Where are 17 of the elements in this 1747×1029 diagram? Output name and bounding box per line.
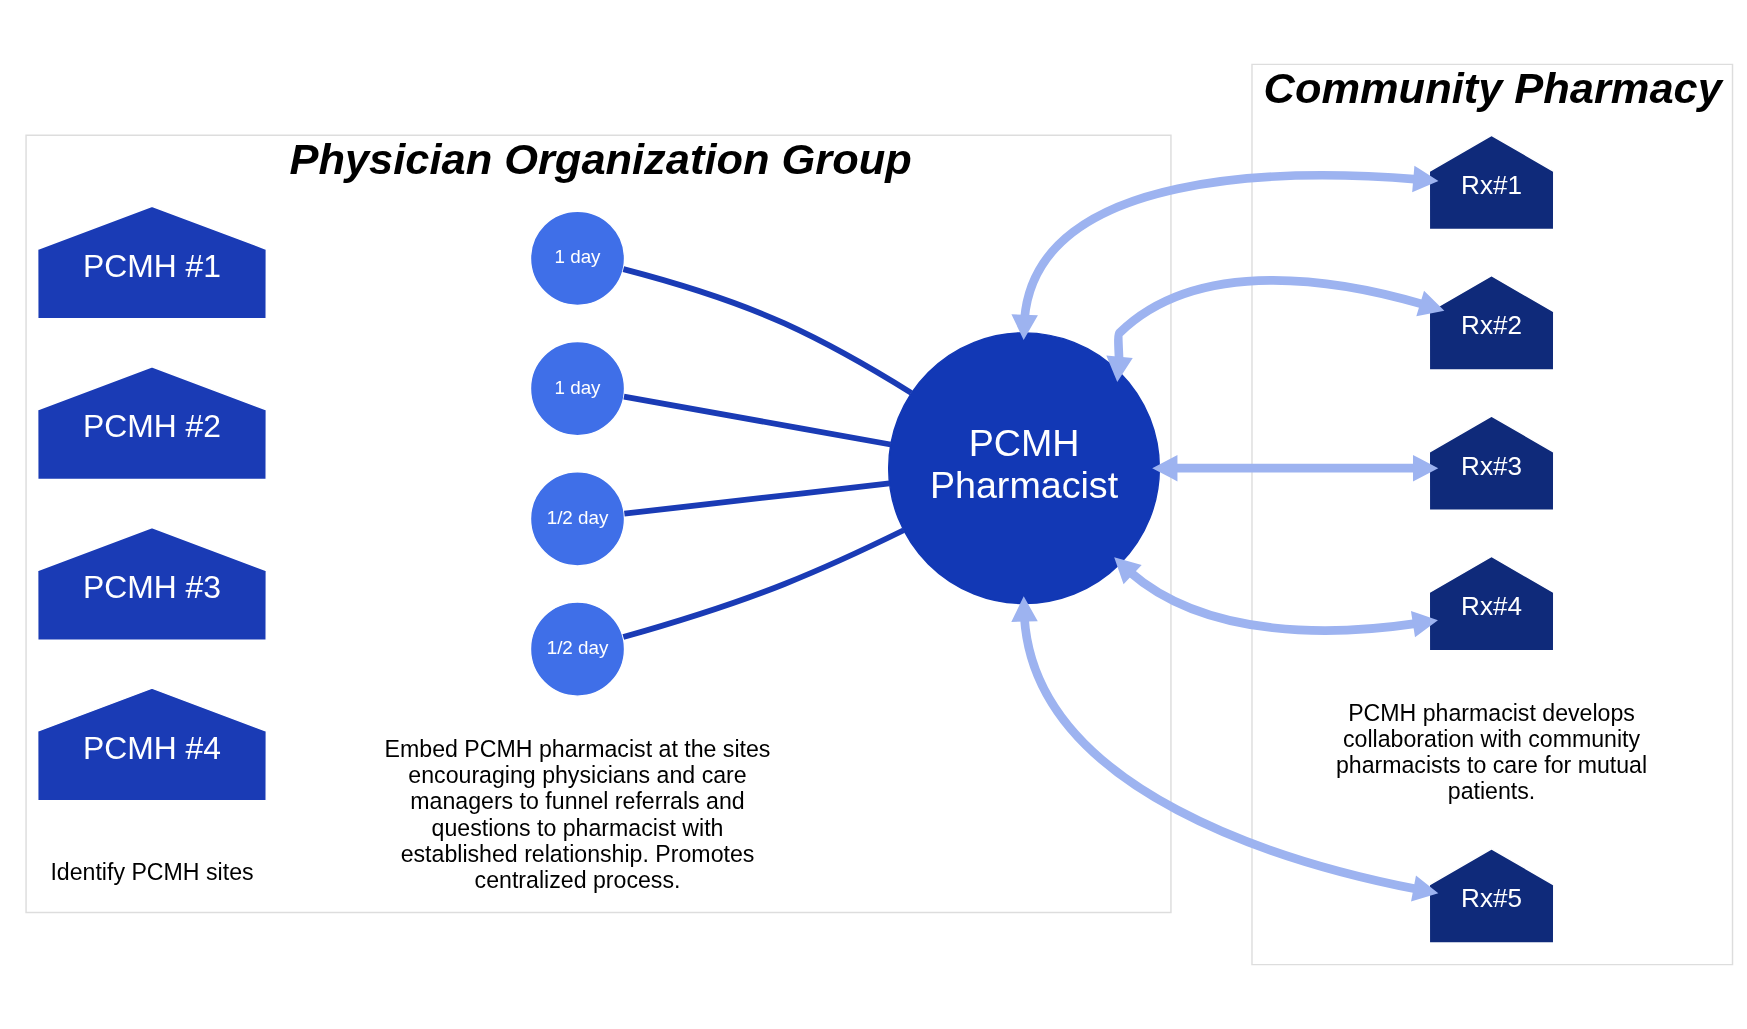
node-circle: 1/2 day: [529, 601, 626, 697]
node-circle: PCMH Pharmacist: [887, 332, 1161, 605]
arrow: [1106, 276, 1445, 382]
connector: [622, 266, 913, 396]
connector: [622, 527, 905, 640]
label: Embed PCMH pharmacist at the sites encouraging physicians and care managers to funnel referrals and questions to pharmacist with established relationship. Promotes centralized process.: [384, 736, 771, 893]
label: PCMH pharmacist develops collaboration with community pharmacists to care for mutual patients.: [1335, 700, 1648, 805]
node-circle: 1 day: [529, 210, 626, 307]
arrow: [1152, 454, 1439, 482]
connector: [624, 480, 890, 517]
connector: [623, 393, 892, 448]
node-circle: 1/2 day: [529, 471, 626, 567]
arrow: [1011, 596, 1439, 902]
node-circle: 1 day: [529, 340, 626, 437]
label: Identify PCMH sites: [50, 859, 254, 886]
arrow: [1011, 165, 1439, 340]
arrow: [1114, 557, 1438, 638]
